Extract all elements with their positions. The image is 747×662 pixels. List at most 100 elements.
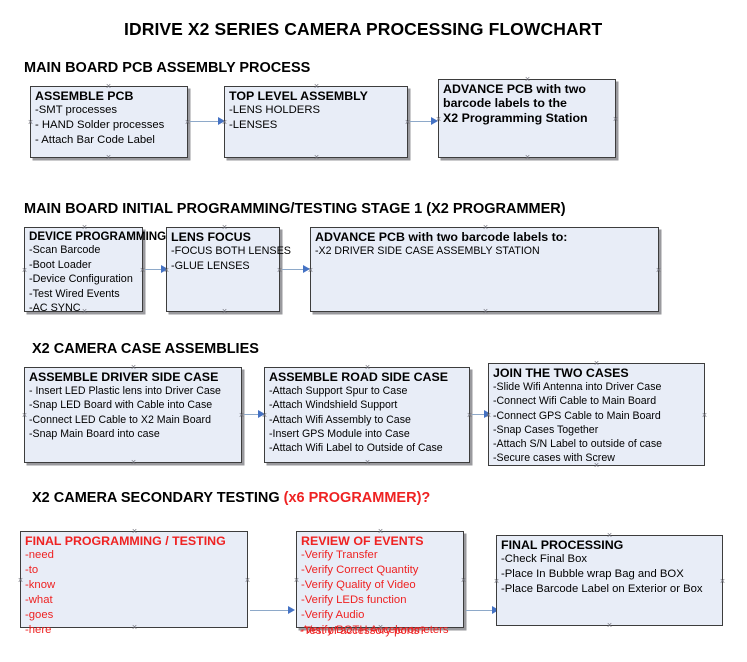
connector-arrowhead [288,606,295,614]
flow-box-device-programming[interactable]: DEVICE PROGRAMMING -Scan Barcode -Boot L… [21,224,167,315]
connection-handle-bottom[interactable] [81,308,88,315]
connection-handle-right[interactable] [655,267,662,274]
flow-box-advance-pcb-programming-station[interactable]: ADVANCE PCB with two barcode labels to t… [438,79,616,158]
flow-box-header: FINAL PROCESSING [501,538,624,552]
section-heading-x2-camera-case-assemblies: X2 CAMERA CASE ASSEMBLIES [32,341,259,357]
flow-box-line: -LENSES [229,119,278,132]
flow-box-line: -Insert GPS Module into Case [269,427,410,440]
connection-handle-bottom[interactable] [313,154,320,161]
connection-handle-bottom[interactable] [221,308,228,315]
connection-handle-left[interactable] [293,577,300,584]
flow-box-header: REVIEW OF EVENTS [301,534,424,548]
connector-arrowhead [492,606,499,614]
connection-handle-bottom[interactable] [130,459,137,466]
flow-box-line: -LENS HOLDERS [229,104,321,117]
connection-handle-bottom[interactable] [364,459,371,466]
flow-box-header: FINAL PROGRAMMING / TESTING [25,534,226,548]
connection-handle-left[interactable] [485,412,492,419]
connector-line [282,269,308,271]
flow-box-line: -Place In Bubble wrap Bag and BOX [501,568,684,581]
connector-line [466,610,496,612]
flow-box-line: -Connect Wifi Cable to Main Board [493,395,657,408]
section-heading-text: MAIN BOARD INITIAL PROGRAMMING/TESTING S… [24,201,566,217]
flow-box-assemble-driver-side-case[interactable]: ASSEMBLE DRIVER SIDE CASE - Insert LED P… [24,367,242,463]
flow-box-line: -Verify Audio [301,609,365,622]
connection-handle-left[interactable] [493,578,500,585]
section-heading-text: X2 CAMERA CASE ASSEMBLIES [32,341,259,357]
flow-box-overflow-line: -Test of accessory ports? [300,625,426,637]
flow-box-line: -X2 DRIVER SIDE CASE ASSEMBLY STATION [315,245,540,258]
flow-box-line: -Scan Barcode [29,244,101,257]
flow-box-line: - HAND Solder processes [35,119,165,132]
flow-box-line: -Verify Quality of Video [301,579,416,592]
flow-box-review-of-events[interactable]: REVIEW OF EVENTS -Verify Transfer -Verif… [293,528,467,636]
connection-handle-top[interactable] [105,83,112,90]
connection-handle-top[interactable] [377,528,384,535]
connection-handle-top[interactable] [364,364,371,371]
flow-box-header: ASSEMBLE ROAD SIDE CASE [269,370,448,384]
connection-handle-right[interactable] [701,412,708,419]
connection-handle-left[interactable] [27,119,34,126]
flow-box-line: -Snap Cases Together [493,423,599,436]
connection-handle-bottom[interactable] [524,154,531,161]
connection-handle-left[interactable] [261,412,268,419]
flow-box-assemble-road-side-case[interactable]: ASSEMBLE ROAD SIDE CASE -Attach Support … [264,367,470,463]
connection-handle-top[interactable] [482,224,489,231]
connector-line [190,121,222,123]
flow-box-advance-pcb-driver-side-case[interactable]: ADVANCE PCB with two barcode labels to: … [310,227,659,312]
flow-box-line: -Attach Support Spur to Case [269,385,408,398]
flow-box-header-line3: X2 Programming Station [443,110,588,125]
flow-box-line: -AC SYNC [29,301,81,314]
flow-box-line: -Snap LED Board with Cable into Case [29,399,213,412]
flow-box-line: -need [25,549,54,562]
flow-box-line: -Verify Transfer [301,549,378,562]
connection-handle-left[interactable] [21,412,28,419]
connection-handle-left[interactable] [307,267,314,274]
connection-handle-right[interactable] [612,116,619,123]
flow-box-lens-focus[interactable]: LENS FOCUS -FOCUS BOTH LENSES -GLUE LENS… [163,224,291,315]
flow-box-top-level-assembly[interactable]: TOP LEVEL ASSEMBLY -LENS HOLDERS -LENSES [224,86,408,158]
connection-handle-bottom[interactable] [131,624,138,631]
flow-box-line: -Attach Windshield Support [269,399,398,412]
connection-handle-top[interactable] [313,83,320,90]
connection-handle-left[interactable] [17,577,24,584]
flow-box-final-processing[interactable]: FINAL PROCESSING -Check Final Box -Place… [496,535,723,626]
flow-box-header: DEVICE PROGRAMMING [29,230,167,243]
connection-handle-right[interactable] [719,578,726,585]
flow-box-join-the-two-cases[interactable]: JOIN THE TWO CASES -Slide Wifi Antenna i… [488,363,705,466]
connection-handle-top[interactable] [593,360,600,367]
flow-box-line: -FOCUS BOTH LENSES [171,245,291,258]
flow-box-line: -Boot Loader [29,258,92,271]
connection-handle-top[interactable] [130,364,137,371]
connection-handle-left[interactable] [163,267,170,274]
connection-handle-top[interactable] [131,528,138,535]
connection-handle-bottom[interactable] [606,622,613,629]
connector-line [250,610,292,612]
connection-handle-right[interactable] [460,577,467,584]
connection-handle-bottom[interactable] [593,462,600,469]
flow-box-line: -SMT processes [35,104,118,117]
flow-box-header: ADVANCE PCB with two barcode labels to: [315,230,568,244]
section-heading-accent: (x6 PROGRAMMER)? [283,490,431,506]
flow-box-line: -Verify Correct Quantity [301,564,419,577]
connection-handle-top[interactable] [81,224,88,231]
connection-handle-top[interactable] [606,532,613,539]
section-heading-text: MAIN BOARD PCB ASSEMBLY PROCESS [24,60,311,76]
connection-handle-left[interactable] [435,116,442,123]
flow-box-final-programming-testing[interactable]: FINAL PROGRAMMING / TESTING -need -to -k… [17,528,251,636]
connection-handle-left[interactable] [21,267,28,274]
connection-handle-left[interactable] [221,119,228,126]
flow-box-line: - Insert LED Plastic lens into Driver Ca… [29,385,221,398]
flow-box-assemble-pcb[interactable]: ASSEMBLE PCB -SMT processes - HAND Solde… [30,86,188,158]
section-heading-text: X2 CAMERA SECONDARY TESTING [32,490,284,506]
connection-handle-right[interactable] [244,577,251,584]
connection-handle-bottom[interactable] [105,154,112,161]
connection-handle-bottom[interactable] [482,308,489,315]
connection-handle-top[interactable] [524,76,531,83]
flow-box-header: JOIN THE TWO CASES [493,366,629,380]
flow-box-line: -Slide Wifi Antenna into Driver Case [493,381,662,394]
flow-box-line: -Connect LED Cable to X2 Main Board [29,413,211,426]
connection-handle-top[interactable] [221,224,228,231]
flow-box-line: -know [25,579,56,592]
